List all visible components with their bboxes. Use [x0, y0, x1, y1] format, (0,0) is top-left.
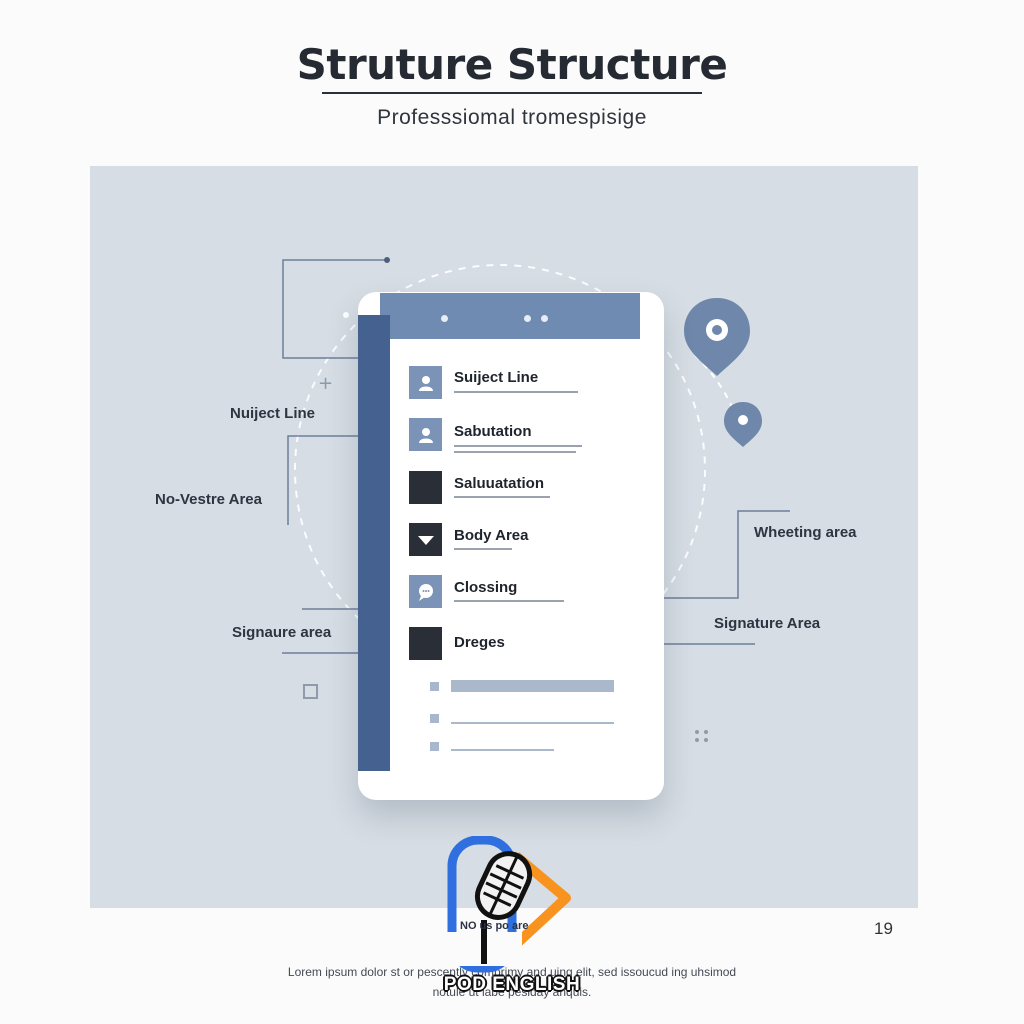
item-label: Clossing: [454, 579, 518, 596]
callout-left-1: Nuiject Line: [230, 405, 316, 422]
item-label: Saluuatation: [454, 475, 545, 492]
logo-wordmark: POD ENGLISH: [443, 974, 581, 995]
list-bar: [451, 680, 614, 692]
microphone-logo-icon: [446, 836, 571, 973]
page-number: 19: [874, 919, 893, 938]
callout-right-2: Signature Area: [714, 615, 821, 632]
user-icon: [409, 418, 442, 451]
item-label: Sabutation: [454, 423, 532, 440]
footer-subtext: notule ut labe pesiday anquis.: [432, 985, 592, 999]
item-label: Body Area: [454, 527, 529, 544]
item-text-lines: [454, 445, 582, 457]
item-text-lines: [454, 600, 564, 606]
list-bullet: [430, 682, 439, 691]
callout-left-3: Signaure area: [232, 624, 332, 641]
device-spine: [358, 315, 390, 771]
list-bullet: [430, 714, 439, 723]
list-line: [451, 749, 554, 751]
callout-left-2: No-Vestre Area: [155, 491, 262, 508]
logo-tagline: NO us po are: [460, 920, 529, 932]
list-line: [451, 722, 614, 724]
square-icon: [409, 471, 442, 504]
item-label: Suiject Line: [454, 369, 539, 386]
user-icon: [409, 366, 442, 399]
header-dot: [441, 315, 448, 322]
item-text-lines: [454, 496, 550, 502]
item-text-lines: [454, 548, 512, 554]
page-subtitle: Professsiomal tromespisige: [377, 106, 647, 129]
square-icon: [409, 627, 442, 660]
header-dot: [524, 315, 531, 322]
device-header-bar: [380, 293, 640, 339]
callout-right-1: Wheeting area: [754, 524, 857, 541]
header-dot: [541, 315, 548, 322]
item-text-lines: [454, 391, 578, 397]
page-title: Struture Structure: [296, 40, 728, 89]
triangle-down-icon: [409, 523, 442, 556]
footer-text: Lorem ipsum dolor st or pescently compri…: [287, 965, 737, 979]
item-label: Dreges: [454, 634, 505, 651]
title-underline: [322, 92, 702, 94]
list-bullet: [430, 742, 439, 751]
chat-bubble-icon: [409, 575, 442, 608]
